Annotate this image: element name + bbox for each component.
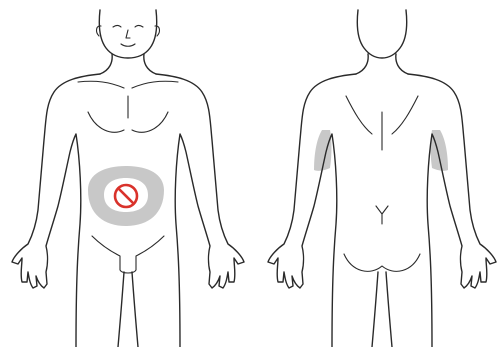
back-view-figure [268,10,496,347]
back-body-outline-right [408,74,496,347]
front-head [99,10,157,58]
back-inner-legs [372,272,392,347]
back-lower-back [376,206,388,224]
back-right-shoulder-blade [392,96,418,134]
no-symbol-icon [115,185,137,207]
back-left-shoulder-blade [346,96,372,134]
back-neck [356,54,408,74]
front-nose [126,30,130,38]
front-collarbones [78,81,178,88]
back-head [357,10,407,58]
back-buttocks [344,254,420,271]
front-body-outline [12,74,100,347]
front-chest-right [132,112,168,132]
front-chest-left [88,112,124,132]
front-right-eye [135,26,143,28]
back-body-outline-left [268,74,356,347]
front-neck [100,54,156,74]
front-body-outline-right [156,74,244,347]
front-inner-legs [118,272,138,347]
front-mouth [121,44,135,46]
front-left-eye [113,26,121,28]
front-view-figure [12,10,244,347]
front-groin [92,236,164,273]
